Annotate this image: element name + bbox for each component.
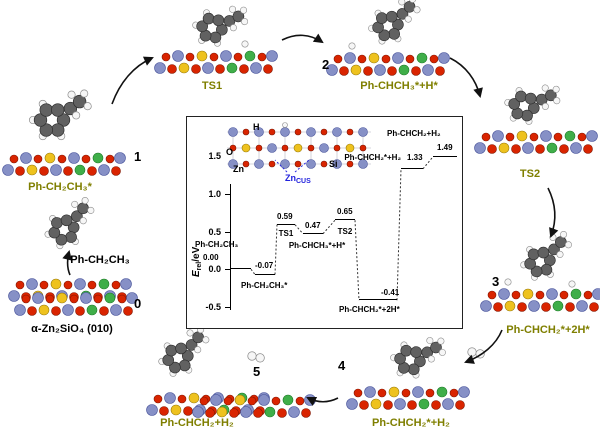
- state-number-0: 0: [134, 296, 142, 311]
- cycle-arrows: [62, 33, 559, 406]
- y-tick-label: 1.0: [208, 188, 221, 199]
- state-label-5: Ph-CHCH₂+H₂: [160, 417, 234, 429]
- y-tick-mark: [225, 307, 230, 308]
- energy-level-label: Ph-CH₂CH₃*: [241, 280, 288, 290]
- state-number-1: 1: [134, 149, 142, 164]
- atom-label-si: Si: [329, 159, 338, 169]
- energy-level-value: -0.41: [381, 288, 400, 298]
- energy-level-value: 0.47: [305, 220, 321, 230]
- state-label-2: Ph-CHCH₃*+H*: [360, 80, 438, 92]
- arrow-2-to-ts2: [449, 57, 483, 99]
- arrow-0-to-1: [62, 249, 72, 276]
- atom-label-o: O: [226, 147, 234, 157]
- state-label-4: Ph-CHCH₂*+H₂: [372, 417, 450, 429]
- energy-level-dash: [401, 167, 423, 169]
- energy-level-value: -0.07: [255, 260, 274, 270]
- energy-level-label: Ph-CHCH₃*+H*: [288, 240, 346, 250]
- y-axis-label: Erel/eV: [191, 246, 203, 277]
- state-4-structure: [346, 331, 485, 410]
- energy-diagram-inset: -0.5 0.0 0.5 1.0 1.5: [186, 116, 463, 329]
- energy-level-value: 1.49: [437, 142, 453, 152]
- arrow-ts1-to-2: [281, 33, 324, 44]
- state-label-0: α-Zn₂SiO₄ (010): [31, 323, 113, 335]
- energy-level-value: 1.33: [407, 152, 423, 162]
- state-number-5: 5: [253, 364, 261, 379]
- surface-structure-inset: [223, 120, 375, 184]
- ts2-structure: [474, 75, 598, 154]
- energy-level-dash: [303, 232, 323, 234]
- energy-level-dash: [335, 219, 355, 221]
- energy-level-label: TS2: [337, 227, 353, 237]
- energy-level-value: 0.59: [277, 211, 293, 221]
- energy-level-label: TS1: [278, 228, 294, 238]
- state-3-structure: [480, 229, 600, 312]
- y-axis: [230, 147, 231, 310]
- state-number-4: 4: [338, 358, 346, 373]
- state-label-ts1: TS1: [201, 80, 223, 92]
- energy-level-dash: [433, 155, 457, 157]
- energy-level-dash: [359, 299, 397, 301]
- energy-level-dash: [277, 223, 295, 225]
- state-number-2: 2: [322, 57, 330, 72]
- y-tick-label: -0.5: [205, 302, 221, 312]
- state-5-structure: [146, 324, 316, 418]
- state-label-1: Ph-CH₂CH₃*: [28, 181, 92, 193]
- energy-level-value: 0.00: [203, 253, 219, 263]
- arrow-3-to-4: [464, 329, 503, 364]
- y-tick-label: 1.5: [208, 151, 221, 161]
- state-label-3: Ph-CHCH₂*+2H*: [506, 324, 590, 336]
- energy-level-label: Ph-CHCH₂*+H₂: [344, 152, 401, 162]
- energy-level-dash: [231, 268, 251, 270]
- ts1-structure: [154, 0, 278, 74]
- gas-molecule-label: Ph-CH₂CH₃: [70, 254, 130, 266]
- y-tick-mark: [225, 193, 230, 195]
- energy-level-label: Ph-CH₂CH₃: [195, 240, 239, 250]
- y-tick-mark: [225, 231, 230, 233]
- atom-label-zn: Zn: [233, 164, 244, 174]
- arrow-1-to-ts1: [111, 56, 154, 105]
- y-tick-label: 0.5: [208, 226, 221, 237]
- energy-level-label: Ph-CHCH₂*+2H*: [339, 305, 400, 315]
- state-1-structure: [2, 89, 126, 176]
- state-2-structure: [326, 0, 450, 76]
- energy-level-label: Ph-CHCH₂+H₂: [387, 128, 441, 138]
- y-tick-mark: [225, 269, 230, 271]
- atom-label-h: H: [253, 122, 260, 132]
- energy-level-dash: [255, 273, 275, 275]
- arrow-4-to-5: [306, 397, 339, 406]
- arrow-ts2-to-3: [547, 187, 559, 238]
- atom-label-zncus: ZnCUS: [285, 173, 311, 185]
- state-number-3: 3: [492, 274, 500, 289]
- energy-level-value: 0.65: [337, 207, 353, 217]
- energy-profile-connectors: [250, 156, 434, 301]
- y-tick-label: 0.0: [208, 264, 221, 275]
- state-label-ts2: TS2: [519, 168, 541, 180]
